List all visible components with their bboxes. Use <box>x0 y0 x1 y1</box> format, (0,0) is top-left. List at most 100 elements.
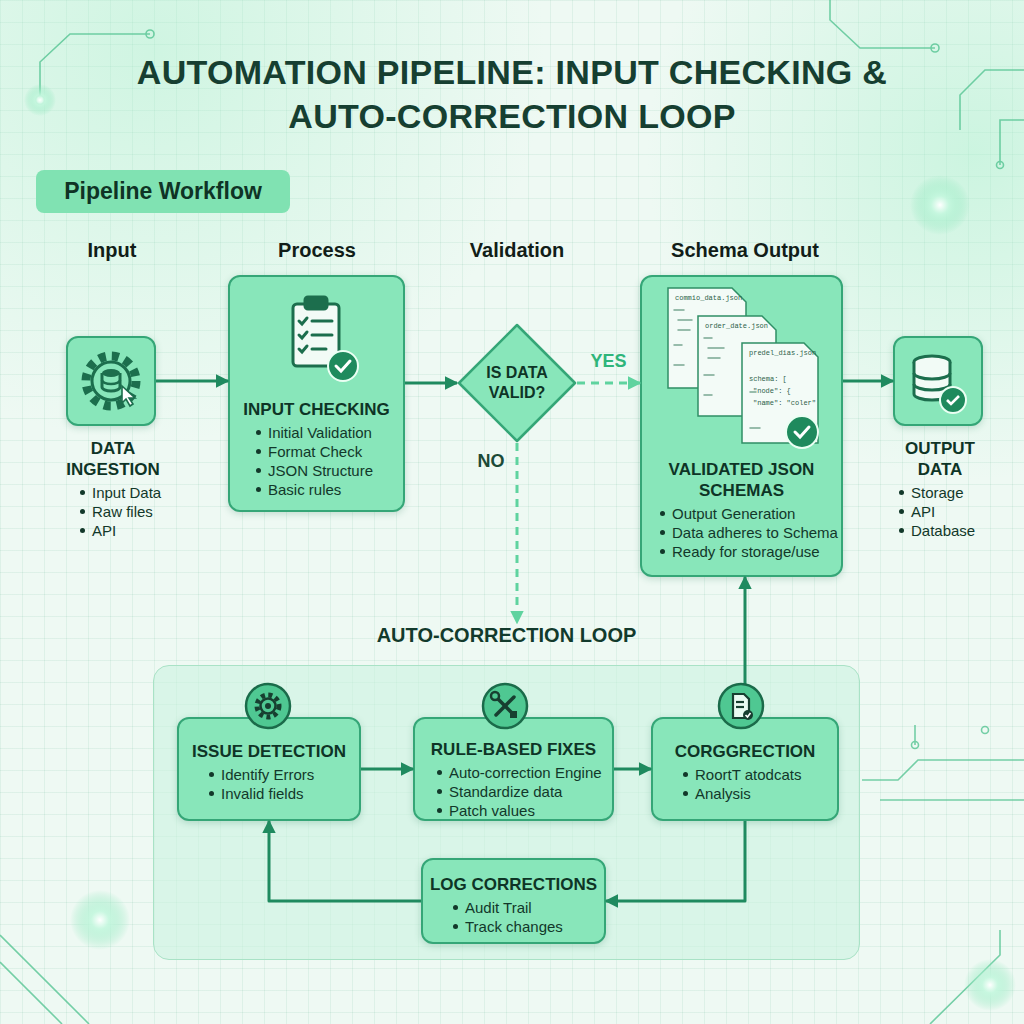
decoration <box>674 310 692 365</box>
bullet-dot <box>683 791 688 796</box>
process-box: VALIDATED JSON SCHEMASOutput GenerationD… <box>640 275 843 577</box>
bullet-dot <box>256 449 261 454</box>
bullet-text: Patch values <box>449 801 535 820</box>
decoration <box>743 710 753 720</box>
circuit-node <box>146 30 154 38</box>
bullet-dot <box>899 528 904 533</box>
decoration <box>736 706 744 708</box>
clipboard-icon <box>293 297 358 381</box>
process-box: ISSUE DETECTIONIdentify ErrorsInvalid fi… <box>177 717 361 821</box>
circuit-line <box>880 799 1024 801</box>
box-heading: LOG CORRECTIONS <box>423 874 604 895</box>
diamond-shape <box>459 325 575 441</box>
bullet-row: Output Generation <box>660 504 841 523</box>
flow-arrow <box>744 577 747 685</box>
decoration <box>914 362 950 400</box>
dashed-connector <box>577 382 640 385</box>
bullet-text: Raw files <box>92 502 153 521</box>
bullet-dot <box>256 468 261 473</box>
decoration <box>719 684 763 728</box>
decoration <box>299 346 307 352</box>
bullet-dot <box>660 511 665 516</box>
bullet-dot <box>660 530 665 535</box>
bullet-dot <box>256 487 261 492</box>
glow-dot <box>964 959 1016 1011</box>
decoration <box>483 684 527 728</box>
decoration <box>86 356 136 406</box>
decoration <box>786 416 818 448</box>
bullet-text: Invalid fields <box>221 784 304 803</box>
decoration <box>312 334 332 337</box>
circuit-line <box>830 0 935 48</box>
decoration <box>496 697 514 715</box>
decoration <box>328 351 358 381</box>
box-heading: VALIDATED JSON SCHEMAS <box>642 459 841 501</box>
badge-text: Pipeline Workflow <box>64 178 262 205</box>
diamond-outline <box>457 323 577 443</box>
bullet-dot <box>453 924 458 929</box>
section-badge: Pipeline Workflow <box>36 170 290 213</box>
decoration <box>122 386 135 406</box>
json-documents <box>668 288 818 448</box>
glow-dot <box>70 890 130 950</box>
decoration <box>491 692 499 700</box>
bullet-text: Input Data <box>92 483 161 502</box>
circuit-line <box>40 34 150 100</box>
bullet-text: Ready for storage/use <box>672 542 820 561</box>
decoration <box>708 347 724 349</box>
circuit-node <box>982 727 989 734</box>
decoration <box>704 338 724 395</box>
column-header: Process <box>278 239 356 262</box>
box-heading: ISSUE DETECTION <box>179 741 359 762</box>
edge-label: NO <box>478 451 505 472</box>
decoration <box>102 369 120 377</box>
decoration <box>102 380 120 384</box>
decoration <box>102 373 120 391</box>
decoration <box>261 699 276 714</box>
flow-arrow <box>156 380 228 383</box>
icon-caption: DATA INGESTIONInput DataRaw filesAPI <box>56 438 170 540</box>
bullet-text: Database <box>911 521 975 540</box>
bullet-list: RoortT atodcatsAnalysis <box>653 765 837 803</box>
loop-group: AUTO-CORRECTION LOOPISSUE DETECTIONIdent… <box>153 665 860 960</box>
bullet-text: JSON Structure <box>268 461 373 480</box>
flow-arrow <box>361 768 413 771</box>
bullet-row: Basic rules <box>256 480 403 499</box>
box-content: INPUT CHECKINGInitial ValidationFormat C… <box>230 399 403 499</box>
decoration <box>312 320 332 323</box>
bullet-row: API <box>80 521 170 540</box>
circuit-node <box>997 162 1004 169</box>
bullet-row: Invalid fields <box>209 784 359 803</box>
decoration <box>312 348 326 351</box>
bullet-text: API <box>92 521 116 540</box>
circuit-line <box>914 725 916 745</box>
circuit-line <box>0 962 62 1024</box>
circuit-line <box>1000 120 1024 165</box>
decoration <box>742 343 818 443</box>
group-heading: AUTO-CORRECTION LOOP <box>154 624 859 647</box>
flow-arrow <box>843 380 893 383</box>
bullet-row: Raw files <box>80 502 170 521</box>
bullet-dot <box>683 772 688 777</box>
bullet-dot <box>80 509 85 514</box>
bullet-row: Audit Trail <box>453 898 604 917</box>
glow-dot <box>24 84 56 116</box>
decoration <box>92 362 130 400</box>
bullet-text: Format Check <box>268 442 362 461</box>
bullet-dot <box>660 549 665 554</box>
bullet-dot <box>80 490 85 495</box>
bullet-list: Output GenerationData adheres to SchemaR… <box>642 504 841 561</box>
bullet-row: Storage <box>899 483 991 502</box>
bullet-text: Track changes <box>465 917 563 936</box>
bullet-dot <box>256 430 261 435</box>
gear-badge <box>246 684 290 728</box>
decoration <box>510 711 517 718</box>
decoration <box>698 316 776 416</box>
file-snippet-text: schema: [ <box>749 374 787 384</box>
bullet-text: Auto-correction Engine <box>449 763 602 782</box>
bullet-list: Audit TrailTrack changes <box>423 898 604 936</box>
